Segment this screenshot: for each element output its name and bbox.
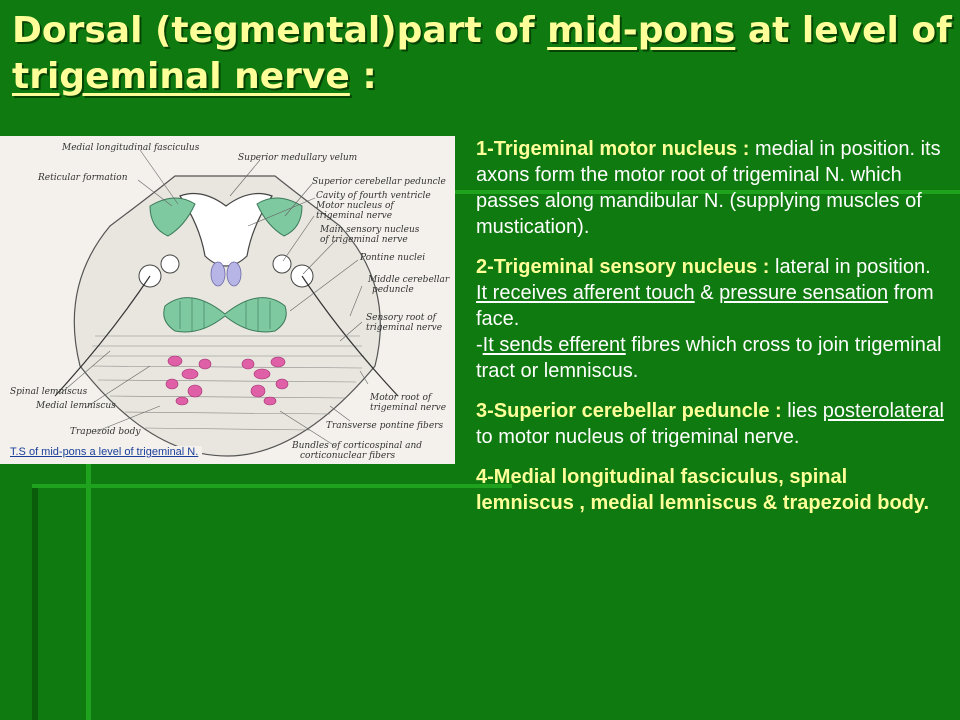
transverse-fibers — [90, 335, 364, 431]
label-cavity-fourth-ventricle: Cavity of fourth ventricle — [316, 191, 431, 201]
label-bundles-1: Bundles of corticospinal and — [291, 441, 422, 451]
label-motor-root-1: Motor root of — [369, 393, 433, 403]
label-superior-cerebellar-peduncle: Superior cerebellar peduncle — [312, 177, 446, 187]
label-transverse-fibers: Transverse pontine fibers — [326, 421, 443, 431]
label-superior-medullary-velum: Superior medullary velum — [238, 153, 357, 163]
label-middle-peduncle-1: Middle cerebellar — [367, 275, 450, 285]
slide-bevel-horizontal — [32, 484, 512, 488]
label-medial-lemniscus: Medial lemniscus — [35, 401, 116, 411]
label-trapezoid-body: Trapezoid body — [70, 427, 141, 437]
label-sensory-root-1: Sensory root of — [366, 313, 438, 323]
slide-bevel-vertical-left — [32, 484, 38, 720]
slide-title: Dorsal (tegmental)part of mid-pons at le… — [12, 10, 952, 97]
corticospinal-bundles — [165, 355, 289, 406]
label-main-sensory-2: of trigeminal nerve — [320, 235, 408, 245]
label-middle-peduncle-2: peduncle — [372, 285, 414, 295]
label-mlf: Medial longitudinal fasciculus — [61, 143, 200, 153]
label-motor-nucleus-2: trigeminal nerve — [316, 211, 392, 221]
label-main-sensory-1: Main sensory nucleus — [319, 225, 420, 235]
point-1: 1-Trigeminal motor nucleus : medial in p… — [476, 138, 941, 238]
label-spinal-lemniscus: Spinal lemniscus — [10, 387, 88, 397]
slide-bevel-vertical-left-2 — [86, 464, 91, 720]
label-bundles-2: corticonuclear fibers — [300, 451, 395, 461]
pons-cross-section-illustration: Medial longitudinal fasciculus Reticular… — [10, 143, 450, 461]
point-2: 2-Trigeminal sensory nucleus : lateral i… — [476, 256, 942, 382]
label-reticular-formation: Reticular formation — [37, 173, 128, 183]
figure-caption-link[interactable]: T.S of mid-pons a level of trigeminal N. — [10, 446, 203, 458]
label-motor-root-2: trigeminal nerve — [370, 403, 446, 413]
pons-diagram: Medial longitudinal fasciculus Reticular… — [0, 136, 455, 464]
superior-cerebellar-peduncle-right — [256, 197, 303, 237]
slide-bevel-top — [455, 190, 960, 194]
point-3: 3-Superior cerebellar peduncle : lies po… — [476, 400, 944, 448]
point-4: 4-Medial longitudinal fasciculus, spinal… — [476, 466, 930, 514]
label-pontine-nuclei: Pontine nuclei — [359, 253, 425, 263]
notes-panel: 1-Trigeminal motor nucleus : medial in p… — [476, 136, 946, 530]
label-motor-nucleus-1: Motor nucleus of — [315, 201, 395, 211]
label-sensory-root-2: trigeminal nerve — [366, 323, 442, 333]
